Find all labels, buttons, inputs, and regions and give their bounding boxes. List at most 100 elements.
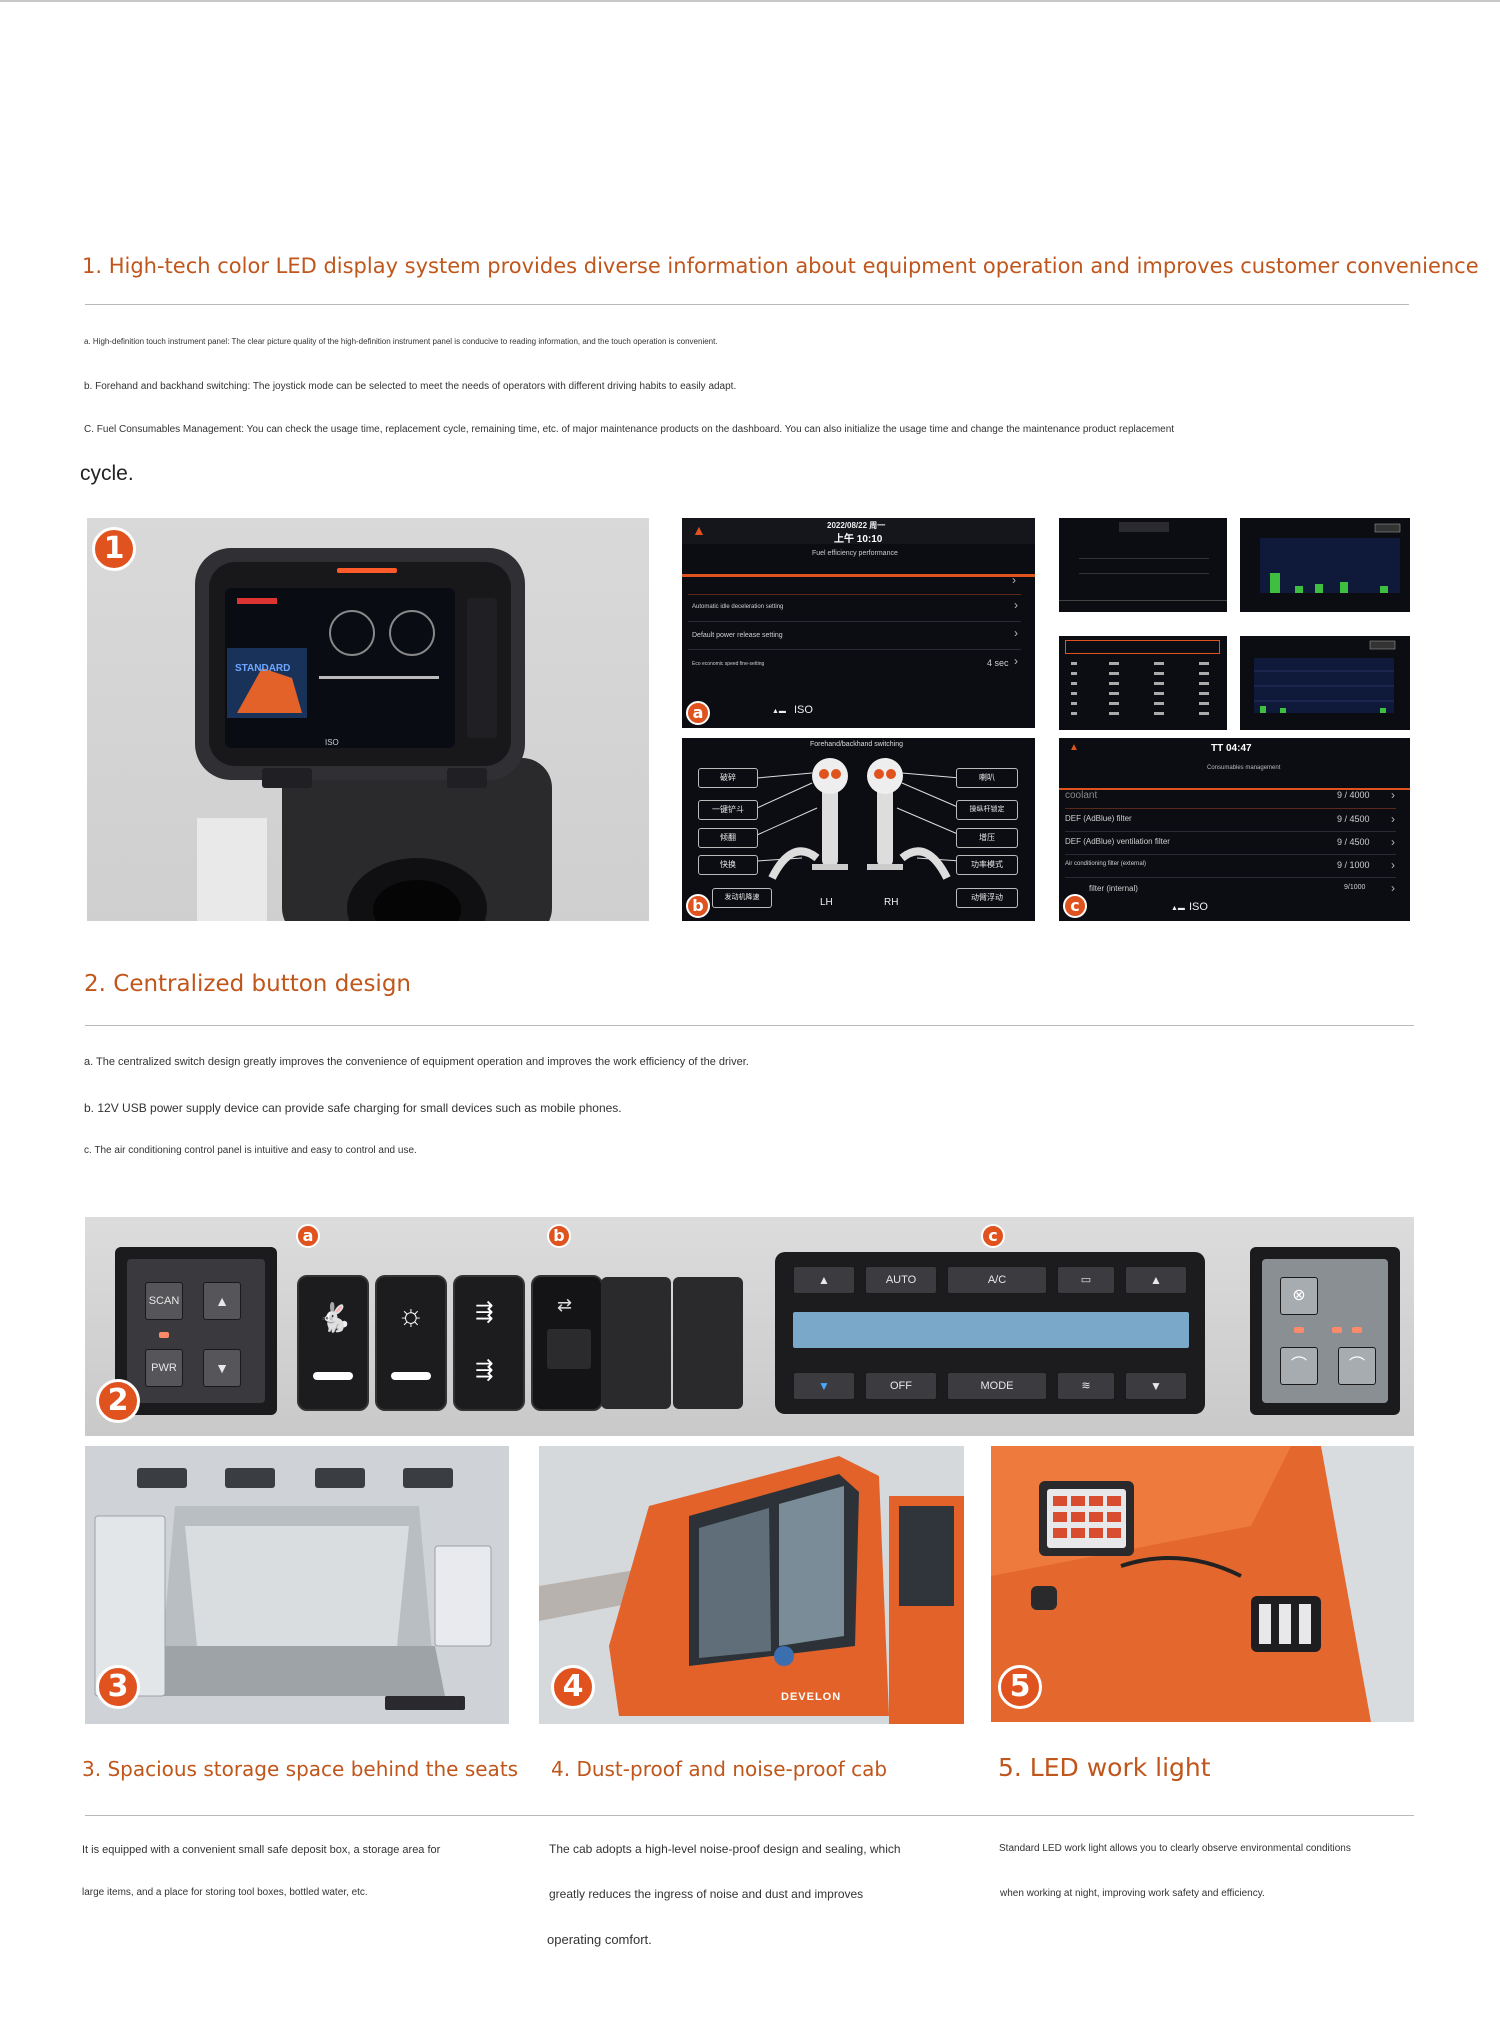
badge-c-buttons: c [981, 1224, 1005, 1248]
screen-a-fuel-efficiency: ▲ 2022/08/22 周一 上午 10:10 Fuel efficiency… [682, 518, 1035, 728]
joystick-illustration [756, 758, 961, 880]
consumable-row-1-value: 9 / 4000 [1337, 790, 1370, 800]
joystick-right-label-3: 增压 [956, 828, 1018, 848]
section2-item-c: c. The air conditioning control panel is… [84, 1145, 417, 1156]
section4-line-2: greatly reduces the ingress of noise and… [549, 1887, 864, 1901]
section2-rule [85, 1025, 1414, 1026]
consumable-row-2-value: 9 / 4500 [1337, 814, 1370, 824]
ac-display [793, 1312, 1189, 1348]
section2-item-b: b. 12V USB power supply device can provi… [84, 1101, 622, 1115]
excavator-icon: ▲▬ [772, 708, 786, 715]
screen-thumb-chart-2 [1240, 636, 1410, 730]
usb-port[interactable]: ⇄ [531, 1275, 603, 1411]
travel-speed-rocker[interactable]: 🐇 [297, 1275, 369, 1411]
right-hand-label: RH [884, 897, 899, 908]
wiper-icon: ⌒ [1290, 1357, 1307, 1374]
work-light-rocker[interactable]: ☼ [375, 1275, 447, 1411]
section3-title: 3. Spacious storage space behind the sea… [82, 1757, 519, 1781]
bottom-rule [85, 1815, 1414, 1816]
consumable-row-5-label: filter (internal) [1089, 884, 1138, 893]
section2-item-a: a. The centralized switch design greatly… [84, 1056, 749, 1068]
screen-c-iso: ISO [1189, 901, 1208, 913]
scan-pwr-panel: SCAN ▲ PWR ▼ [115, 1247, 277, 1415]
joystick-right-label-4: 功率模式 [956, 855, 1018, 875]
badge-1: 1 [92, 527, 136, 571]
down-arrow-button[interactable]: ▼ [203, 1349, 241, 1387]
triangle-down-icon: ▼ [215, 1360, 229, 1376]
screen-a-row2: Default power release setting [692, 632, 783, 639]
chevron-right-icon: › [1014, 626, 1018, 640]
pwr-button[interactable]: PWR [145, 1349, 183, 1387]
defrost-button[interactable]: ≋ [1057, 1372, 1115, 1400]
storage-illustration [85, 1446, 509, 1724]
consumable-row-4-label: Air conditioning filter (external) [1065, 861, 1147, 867]
ac-button[interactable]: A/C [947, 1266, 1047, 1294]
badge-b-buttons: b [547, 1224, 571, 1248]
consumable-row-5-value: 9/1000 [1344, 884, 1366, 891]
badge-5: 5 [998, 1665, 1042, 1709]
screen-c-header: Consumables management [1207, 765, 1281, 771]
screen-a-row1: Automatic idle deceleration setting [692, 604, 784, 610]
screen-c-time: TT 04:47 [1211, 743, 1252, 754]
screen-c-consumables: ▲ TT 04:47 Consumables management coolan… [1059, 738, 1410, 921]
joystick-left-label-3: 倾翻 [698, 828, 758, 848]
section5-title: 5. LED work light [998, 1753, 1211, 1782]
wiper-icon: ⌒ [1348, 1357, 1365, 1374]
line-thumbnail [1254, 640, 1396, 713]
led-work-light-photo [991, 1446, 1414, 1722]
joystick-left-label-1: 破碎 [698, 768, 758, 788]
wiper-icon: ⇶ [475, 1299, 494, 1324]
wiper-rocker[interactable]: ⇶ ⇶ [453, 1275, 525, 1411]
screen-a-row3-value: 4 sec [987, 658, 1009, 668]
excavator-icon: ▲▬ [1171, 905, 1185, 912]
button-panel-photo: SCAN ▲ PWR ▼ 🐇 ☼ ⇶ ⇶ ⇄ ▲ AUTO A/C ▭ ▲ ▼ … [85, 1217, 1414, 1436]
warning-icon: ▲ [692, 522, 706, 538]
mode-button[interactable]: MODE [947, 1372, 1047, 1400]
up-arrow-button[interactable]: ▲ [203, 1282, 241, 1320]
recirculation-icon: ▭ [1080, 1274, 1092, 1286]
upper-wiper-button[interactable]: ⌒ [1338, 1347, 1376, 1385]
temp-down-button[interactable]: ▼ [793, 1372, 855, 1400]
screen-a-time: 上午 10:10 [834, 534, 883, 545]
consumable-row-1-label: coolant [1065, 790, 1098, 801]
temp-up-button[interactable]: ▲ [793, 1266, 855, 1294]
triangle-up-icon: ▲ [215, 1293, 229, 1309]
washer-icon: ⊗ [1292, 1287, 1306, 1304]
washer-panel: ⊗ ⌒ ⌒ [1250, 1247, 1400, 1415]
chevron-right-icon: › [1391, 881, 1395, 895]
chevron-right-icon: › [1391, 812, 1395, 826]
section1-rule [85, 304, 1409, 305]
screen-thumb-table [1059, 636, 1227, 730]
cab-photo: DEVELON [539, 1446, 964, 1724]
chevron-right-icon: › [1014, 654, 1018, 668]
brand-logo: DEVELON [781, 1691, 842, 1703]
badge-a-buttons: a [296, 1224, 320, 1248]
auto-button[interactable]: AUTO [865, 1266, 937, 1294]
joystick-right-label-1: 喇叭 [956, 768, 1018, 788]
washer-button[interactable]: ⊗ [1280, 1277, 1318, 1315]
off-button[interactable]: OFF [865, 1372, 937, 1400]
cab-illustration [539, 1446, 964, 1724]
joystick-right-label-5: 动臂浮动 [956, 888, 1018, 908]
section1-title: 1. High-tech color LED display system pr… [82, 254, 1479, 278]
fan-down-button[interactable]: ▼ [1125, 1372, 1187, 1400]
fan-up-button[interactable]: ▲ [1125, 1266, 1187, 1294]
rabbit-icon: 🐇 [317, 1302, 352, 1333]
consumable-row-3-label: DEF (AdBlue) ventilation filter [1065, 837, 1170, 846]
section1-item-a: a. High-definition touch instrument pane… [84, 337, 718, 346]
section4-title: 4. Dust-proof and noise-proof cab [551, 1757, 888, 1781]
screen-thumb-chart-1 [1240, 518, 1410, 612]
screen-a-header: Fuel efficiency performance [812, 550, 898, 557]
ac-control-panel: ▲ AUTO A/C ▭ ▲ ▼ OFF MODE ≋ ▼ [775, 1252, 1205, 1414]
badge-4: 4 [551, 1665, 595, 1709]
defrost-icon: ≋ [1081, 1380, 1091, 1392]
joystick-left-label-2: 一键铲斗 [698, 800, 758, 820]
scan-button[interactable]: SCAN [145, 1282, 183, 1320]
instrument-panel-illustration [195, 548, 552, 921]
lower-wiper-button[interactable]: ⌒ [1280, 1347, 1318, 1385]
joystick-right-label-2: 操纵杆锁定 [956, 800, 1018, 820]
badge-b-screen: b [686, 894, 710, 918]
work-light-illustration [991, 1446, 1414, 1722]
triangle-down-icon: ▼ [818, 1379, 830, 1393]
recirculation-button[interactable]: ▭ [1057, 1266, 1115, 1294]
